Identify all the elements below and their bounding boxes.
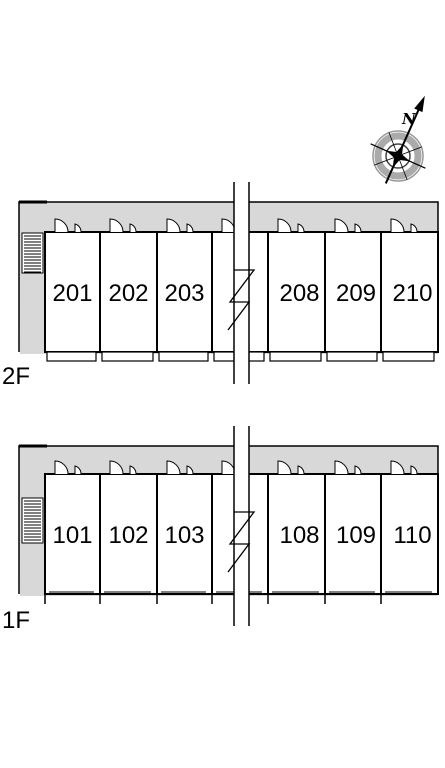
balcony	[382, 351, 435, 362]
door-icon	[277, 460, 305, 475]
staircase	[21, 232, 44, 274]
floor-1F: 101 102 103 108 109 110 1F	[2, 426, 439, 634]
balcony	[46, 351, 97, 362]
unit-number-label: 109	[336, 522, 376, 549]
unit-block	[267, 231, 326, 353]
door-icon	[54, 218, 82, 233]
unit-block	[380, 473, 439, 595]
unit-number-label: 108	[279, 522, 319, 549]
balcony	[101, 351, 154, 362]
floor-label: 1F	[2, 607, 30, 634]
unit-number-label: 202	[108, 280, 148, 307]
unit-number-label: 203	[164, 280, 204, 307]
break-symbol	[227, 426, 256, 626]
balcony	[158, 351, 209, 362]
unit-number-label: 210	[392, 280, 432, 307]
door-icon	[109, 218, 137, 233]
unit-number-label: 102	[108, 522, 148, 549]
unit-number-label: 101	[52, 522, 92, 549]
door-icon	[166, 460, 194, 475]
staircase	[21, 497, 44, 544]
door-icon	[109, 460, 137, 475]
balcony	[269, 351, 322, 362]
door-icon	[390, 218, 418, 233]
balcony	[326, 351, 378, 362]
door-icon	[390, 460, 418, 475]
door-icon	[334, 460, 362, 475]
unit-block	[267, 473, 326, 595]
door-icon	[54, 460, 82, 475]
unit-block	[44, 473, 101, 595]
floor-label: 2F	[2, 363, 30, 390]
unit-number-label: 201	[52, 280, 92, 307]
door-icon	[334, 218, 362, 233]
floor-2F: 201 202 203 208 209 210 2F	[2, 182, 439, 390]
unit-block	[156, 231, 213, 353]
north-label: N	[401, 110, 417, 128]
door-icon	[166, 218, 194, 233]
unit-number-label: 110	[393, 522, 431, 549]
unit-block	[380, 231, 439, 353]
unit-number-label: 208	[279, 280, 319, 307]
building-outline	[18, 201, 439, 352]
unit-number-label: 103	[164, 522, 204, 549]
break-symbol	[227, 182, 256, 384]
building-outline	[18, 445, 439, 594]
compass-icon	[370, 95, 426, 184]
door-icon	[277, 218, 305, 233]
unit-number-label: 209	[336, 280, 376, 307]
